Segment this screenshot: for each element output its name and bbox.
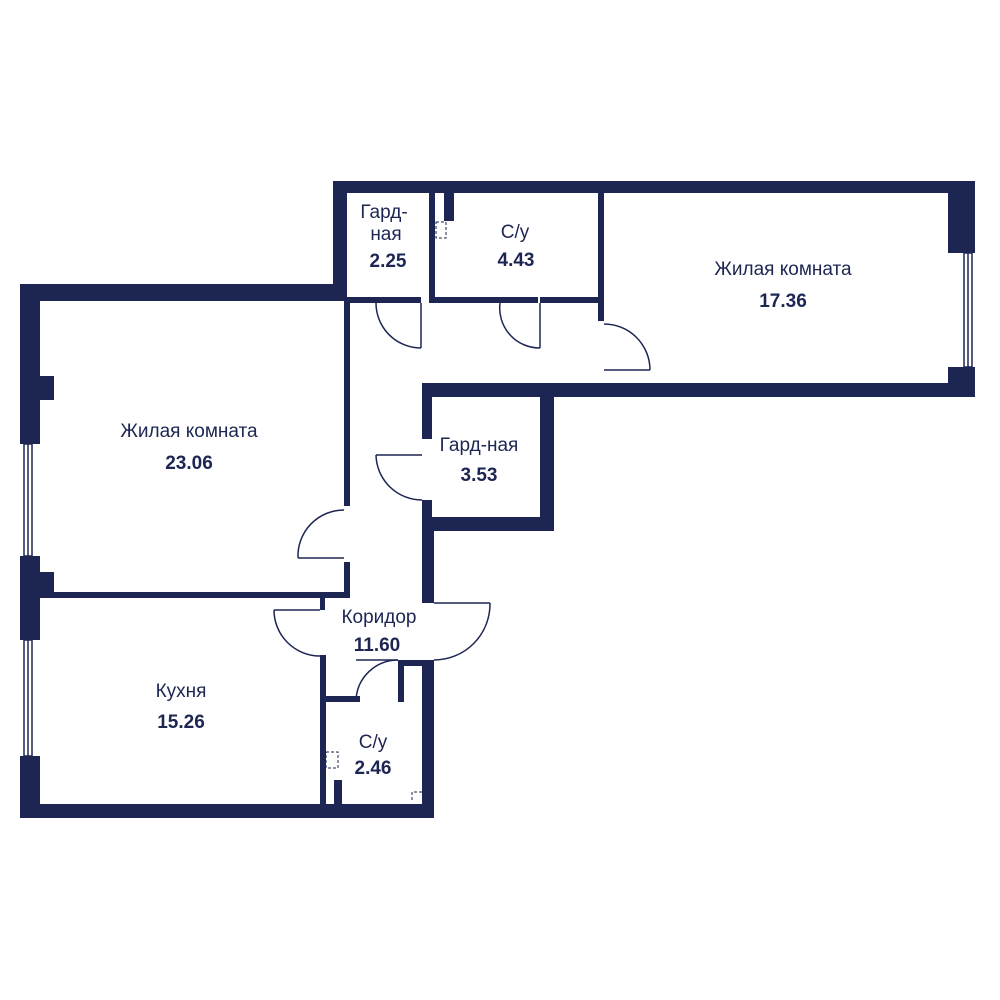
room-area: 11.60 (354, 635, 401, 656)
room-name: Жилая комната (120, 421, 258, 442)
room-living-left: Жилая комната 23.06 (120, 421, 258, 474)
room-area: 3.53 (461, 465, 498, 486)
room-name: Гард-ная (440, 435, 519, 456)
room-bathroom-bottom: С/у 2.46 (355, 732, 392, 779)
room-area: 2.46 (355, 758, 392, 779)
room-name: С/у (359, 732, 388, 753)
room-area: 4.43 (498, 250, 535, 271)
room-name: ная (370, 224, 401, 245)
room-bathroom-top: С/у 4.43 (498, 222, 535, 271)
room-area: 23.06 (165, 453, 213, 474)
fixtures (325, 221, 447, 800)
room-kitchen: Кухня 15.26 (156, 681, 207, 733)
room-area: 17.36 (759, 291, 807, 312)
room-living-right: Жилая комната 17.36 (714, 259, 852, 312)
doors (273, 302, 651, 701)
room-name: Кухня (156, 681, 207, 702)
room-name: Коридор (341, 607, 416, 628)
walls (20, 181, 975, 818)
room-name: Жилая комната (714, 259, 852, 280)
windows (23, 252, 973, 757)
room-name: С/у (501, 222, 530, 243)
room-area: 2.25 (370, 251, 407, 272)
room-corridor: Коридор 11.60 (341, 607, 416, 656)
room-area: 15.26 (157, 712, 205, 733)
room-wardrobe-center: Гард-ная 3.53 (440, 435, 519, 486)
room-name: Гард- (360, 202, 407, 223)
room-wardrobe-small: Гард- ная 2.25 (360, 202, 407, 272)
